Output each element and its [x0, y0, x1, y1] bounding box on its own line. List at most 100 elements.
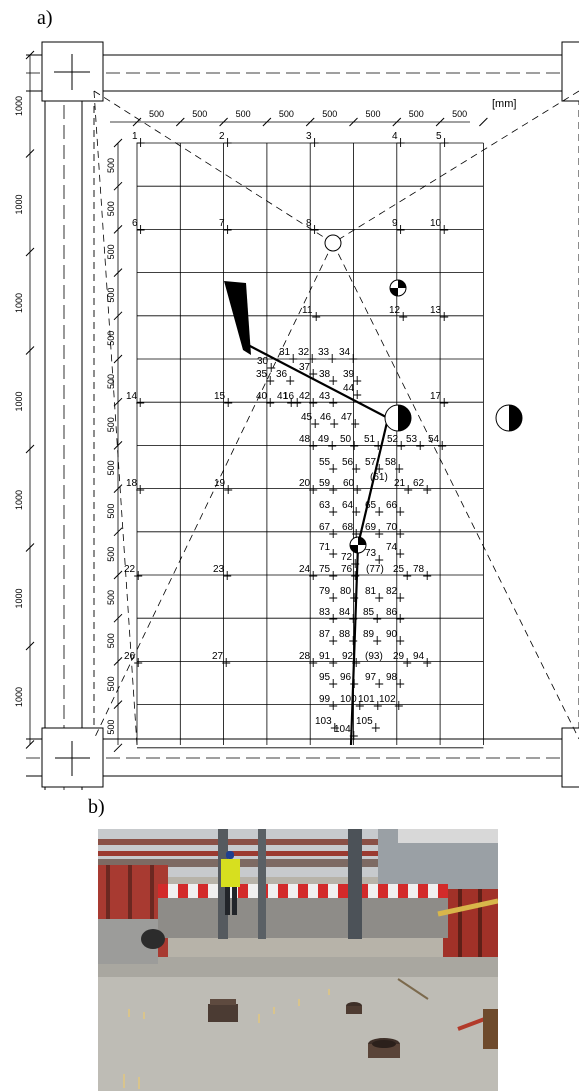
point-label: 8 [306, 218, 312, 229]
left-dimension-tick [25, 740, 35, 749]
measurement-cross [223, 138, 232, 147]
measurement-cross [329, 614, 338, 623]
point-label: 88 [339, 629, 351, 640]
measurement-cross [375, 507, 384, 516]
point-label: 37 [299, 362, 311, 373]
measurement-cross [329, 679, 338, 688]
measurement-cross [222, 658, 231, 667]
measurement-cross [349, 354, 358, 363]
support-frame [26, 41, 579, 790]
row-spacing-label: 500 [106, 417, 116, 432]
point-label: 55 [319, 457, 331, 468]
measurement-cross [355, 701, 364, 710]
measurement-cross [136, 138, 145, 147]
measurement-cross [373, 614, 382, 623]
point-label: 41 [277, 391, 289, 402]
barrier-stripe [338, 884, 348, 898]
point-label: 10 [430, 218, 442, 229]
measurement-cross [223, 571, 232, 580]
half-disk-marker-fill [398, 405, 411, 431]
left-spacing-label: 1000 [14, 687, 24, 707]
row-spacing-label: 500 [106, 158, 116, 173]
measurement-cross [329, 701, 338, 710]
site-photo [98, 829, 498, 1091]
point-label: 11 [302, 305, 313, 316]
measurement-cross [286, 376, 295, 385]
measurement-cross [310, 138, 319, 147]
measurement-cross [329, 549, 338, 558]
point-label: (93) [365, 651, 383, 662]
measurement-cross [309, 485, 318, 494]
measurement-cross [375, 529, 384, 538]
measurement-cross [440, 312, 449, 321]
point-label: 52 [387, 434, 399, 445]
measurement-cross [373, 636, 382, 645]
measurement-cross [223, 225, 232, 234]
measurement-cross [289, 354, 298, 363]
point-label: 18 [126, 478, 138, 489]
row-dimension-tick [113, 311, 123, 321]
row-dimension-tick [113, 657, 123, 666]
row-dimension-tick [113, 527, 123, 537]
barrier-stripe [198, 884, 208, 898]
measurement-cross [440, 398, 449, 407]
left-spacing-label: 1000 [14, 391, 24, 411]
point-label: 75 [319, 564, 331, 575]
measurement-cross [374, 441, 383, 450]
measurement-cross [266, 398, 275, 407]
left-spacing-label: 1000 [14, 96, 24, 116]
measurement-cross [309, 369, 318, 378]
row-spacing-label: 500 [106, 331, 116, 346]
left-dimension-tick [25, 444, 35, 454]
measurement-cross [375, 593, 384, 602]
point-label: 31 [279, 347, 291, 358]
load-point-markers [324, 234, 523, 554]
row-dimension-tick [113, 570, 123, 580]
point-label: 82 [386, 586, 398, 597]
row-dimension-tick [113, 743, 123, 753]
point-label: 60 [343, 478, 355, 489]
quad-marker-lower-quad-b [350, 545, 358, 553]
top-spacing-label: 500 [236, 109, 251, 119]
panel-a-label: a) [37, 7, 53, 29]
panel-b-label: b) [88, 796, 105, 818]
top-spacing-label: 500 [322, 109, 337, 119]
measurement-cross [267, 363, 276, 372]
measurement-cross [396, 593, 405, 602]
measurement-cross [375, 464, 384, 473]
point-label: 50 [340, 434, 352, 445]
dashed-spread-line [93, 90, 334, 244]
left-dimension-tick [25, 641, 35, 651]
measurement-cross [329, 658, 338, 667]
point-label: 103 [315, 716, 332, 727]
point-label: 1 [132, 131, 138, 142]
point-label: 22 [124, 564, 136, 575]
point-label: 69 [365, 522, 377, 533]
point-label: 73 [365, 548, 377, 559]
row-spacing-label: 500 [106, 676, 116, 691]
point-label: 21 [394, 478, 406, 489]
point-label: 32 [298, 347, 310, 358]
point-label: 9 [392, 218, 398, 229]
point-label: 74 [386, 542, 398, 553]
measurement-cross [309, 441, 318, 450]
measurement-cross [440, 138, 449, 147]
measurement-cross [329, 398, 338, 407]
measurement-cross [396, 138, 405, 147]
point-label: 2 [219, 131, 225, 142]
measurement-cross [353, 485, 362, 494]
barrier-stripe [378, 884, 388, 898]
measurement-cross [329, 636, 338, 645]
measurement-cross [373, 701, 382, 710]
measurement-cross [416, 441, 425, 450]
row-dimension-tick [113, 354, 123, 364]
point-label: 3 [306, 131, 312, 142]
point-label: 87 [319, 629, 331, 640]
point-label: 36 [276, 369, 288, 380]
measurement-cross [309, 398, 318, 407]
point-label: 49 [318, 434, 330, 445]
point-label: 78 [413, 564, 425, 575]
point-label: 28 [299, 651, 311, 662]
